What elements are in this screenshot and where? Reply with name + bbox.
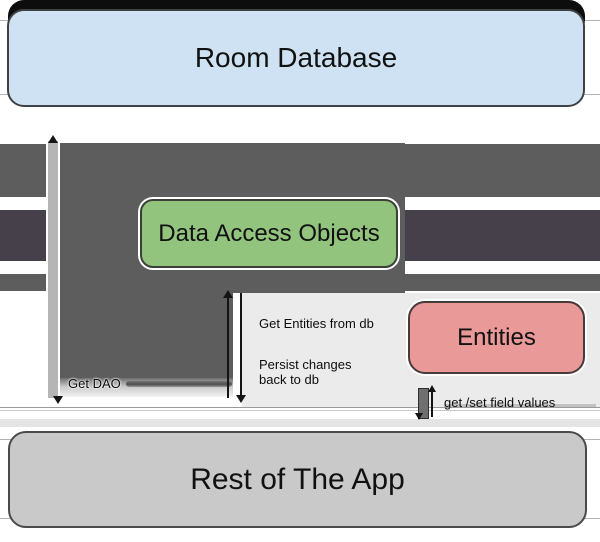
up-arrowhead-icon xyxy=(48,135,58,143)
down-arrowhead-icon xyxy=(53,396,63,404)
get-dao-edge-line xyxy=(126,381,232,387)
persist-changes-label: Persist changes back to db xyxy=(259,357,352,387)
get-entities-label: Get Entities from db xyxy=(259,316,374,331)
get-set-field-values-label: get /set field values xyxy=(444,395,556,410)
background-band xyxy=(0,419,600,427)
get-dao-arrow-bar xyxy=(48,141,58,398)
get-set-label-underline xyxy=(444,404,596,407)
node-room-database: Room Database xyxy=(7,9,585,107)
background-hairline xyxy=(0,410,600,411)
background-hairline xyxy=(0,407,600,408)
node-room-database-label: Room Database xyxy=(194,42,398,73)
get-entities-arrow-line xyxy=(227,297,229,398)
up-arrowhead-icon xyxy=(223,290,233,298)
down-arrowhead-icon xyxy=(236,395,246,403)
node-rest-of-the-app: Rest of The App xyxy=(8,431,587,528)
node-rest-of-the-app-label: Rest of The App xyxy=(190,462,405,496)
get-set-arrow-line xyxy=(431,391,433,417)
node-entities-label: Entities xyxy=(457,323,536,351)
node-entities: Entities xyxy=(408,301,585,374)
get-dao-label: Get DAO xyxy=(68,376,121,391)
node-data-access-objects-label: Data Access Objects xyxy=(158,219,380,247)
flow-block-lower xyxy=(59,293,233,378)
down-arrowhead-icon xyxy=(415,413,423,420)
up-arrowhead-icon xyxy=(428,385,436,392)
persist-changes-arrow-line xyxy=(240,293,242,396)
node-data-access-objects: Data Access Objects xyxy=(140,199,398,268)
get-set-arrow-bar xyxy=(418,388,429,419)
